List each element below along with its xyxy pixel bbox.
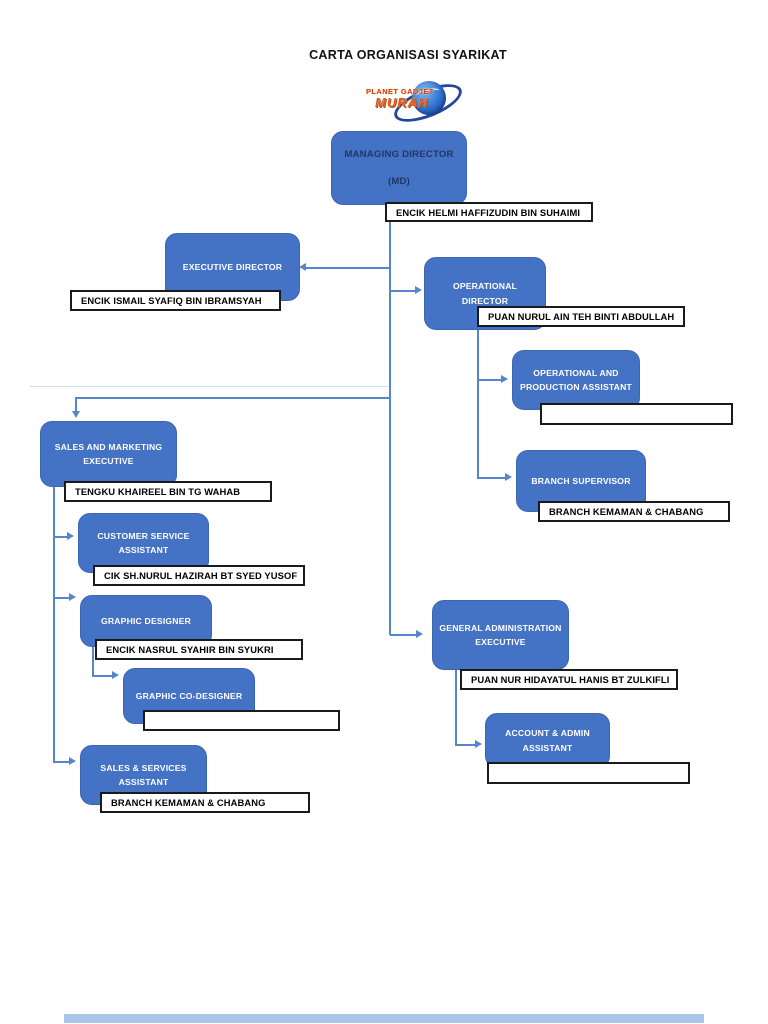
name-text: BRANCH KEMAMAN & CHABANG	[111, 797, 266, 808]
arrow-right-sales-services-assistant	[69, 757, 76, 765]
page-title: CARTA ORGANISASI SYARIKAT	[309, 48, 507, 62]
arrow-right-general-admin	[416, 630, 423, 638]
arrow-right-graphic-co-designer	[112, 671, 119, 679]
name-label-sales-services-assistant: BRANCH KEMAMAN & CHABANG	[100, 792, 310, 813]
node-title: GENERAL ADMINISTRATION EXECUTIVE	[439, 622, 562, 647]
connector-sales-marketing-vertical	[53, 487, 55, 762]
connector-to-branch-supervisor	[477, 477, 507, 479]
company-logo: PLANET GADJET MURAH	[366, 76, 470, 130]
name-label-managing-director: ENCIK HELMI HAFFIZUDIN BIN SUHAIMI	[385, 202, 593, 222]
arrow-right-account-admin-assistant	[475, 740, 482, 748]
connector-operational-director-vertical	[477, 330, 479, 478]
node-title: OPERATIONAL DIRECTOR	[452, 281, 518, 306]
name-text: ENCIK ISMAIL SYAFIQ BIN IBRAMSYAH	[81, 295, 262, 306]
org-node-operational-production-assistant: OPERATIONAL AND PRODUCTION ASSISTANT	[512, 350, 640, 410]
node-title: BRANCH SUPERVISOR	[531, 475, 631, 486]
connector-graphic-designer-vertical	[92, 647, 94, 676]
node-title: OPERATIONAL AND PRODUCTION ASSISTANT	[520, 367, 632, 392]
name-text: ENCIK NASRUL SYAHIR BIN SYUKRI	[106, 644, 274, 655]
name-text: BRANCH KEMAMAN & CHABANG	[549, 506, 704, 517]
org-node-general-administration-executive: GENERAL ADMINISTRATION EXECUTIVE	[432, 600, 569, 670]
connector-md-vertical	[389, 205, 391, 635]
globe-icon	[412, 81, 446, 115]
name-text: ENCIK HELMI HAFFIZUDIN BIN SUHAIMI	[396, 206, 581, 218]
connector-to-general-admin	[390, 634, 418, 636]
node-title: GRAPHIC DESIGNER	[100, 615, 192, 626]
arrow-right-graphic-designer	[69, 593, 76, 601]
org-node-customer-service-assistant: CUSTOMER SERVICE ASSISTANT	[78, 513, 209, 573]
name-label-operational-director: PUAN NURUL AIN TEH BINTI ABDULLAH	[477, 306, 685, 327]
org-node-executive-director: EXECUTIVE DIRECTOR	[165, 233, 300, 301]
name-text: PUAN NURUL AIN TEH BINTI ABDULLAH	[488, 311, 675, 322]
org-node-sales-marketing-executive: SALES AND MARKETING EXECUTIVE	[40, 421, 177, 487]
canvas-guide-line	[30, 386, 390, 387]
connector-to-operational-director	[390, 290, 416, 292]
connector-to-customer-service	[53, 536, 69, 538]
name-label-graphic-co-designer	[143, 710, 340, 731]
name-text: PUAN NUR HIDAYATUL HANIS BT ZULKIFLI	[471, 674, 670, 685]
connector-to-executive-director	[306, 267, 390, 269]
bottom-page-bar	[64, 1014, 704, 1023]
arrow-right-operational-production-assistant	[501, 375, 508, 383]
arrow-left-executive-director	[299, 263, 306, 271]
name-label-customer-service-assistant: CIK SH.NURUL HAZIRAH BT SYED YUSOF	[93, 565, 305, 586]
connector-to-account-admin-assistant	[455, 744, 477, 746]
name-label-branch-supervisor: BRANCH KEMAMAN & CHABANG	[538, 501, 730, 522]
arrow-down-sales-marketing	[71, 411, 80, 418]
arrow-right-operational-director	[415, 286, 422, 294]
arrow-right-customer-service	[67, 532, 74, 540]
name-label-account-admin-assistant	[487, 762, 690, 784]
org-node-managing-director: MANAGING DIRECTOR (MD)	[331, 131, 467, 205]
connector-general-admin-vertical	[455, 670, 457, 745]
node-title: EXECUTIVE DIRECTOR	[182, 261, 283, 272]
logo-text-primary: PLANET GADJET	[366, 87, 434, 96]
node-title: CUSTOMER SERVICE ASSISTANT	[97, 530, 190, 555]
connector-to-operational-production-assistant	[477, 379, 503, 381]
org-node-graphic-designer: GRAPHIC DESIGNER	[80, 595, 212, 647]
node-title: MANAGING DIRECTOR	[344, 148, 454, 160]
node-title: ACCOUNT & ADMIN ASSISTANT	[505, 728, 590, 753]
arrow-right-branch-supervisor	[505, 473, 512, 481]
node-title: SALES AND MARKETING EXECUTIVE	[54, 441, 163, 466]
name-text: CIK SH.NURUL HAZIRAH BT SYED YUSOF	[104, 570, 298, 581]
node-title: GRAPHIC CO-DESIGNER	[135, 690, 243, 701]
name-label-general-administration-executive: PUAN NUR HIDAYATUL HANIS BT ZULKIFLI	[460, 669, 678, 690]
name-label-sales-marketing-executive: TENGKU KHAIREEL BIN TG WAHAB	[64, 481, 272, 502]
connector-to-graphic-co-designer	[92, 675, 114, 677]
node-subtitle: (MD)	[387, 175, 411, 187]
name-label-operational-production-assistant	[540, 403, 733, 425]
logo-text-secondary: MURAH	[375, 95, 429, 110]
node-title: SALES & SERVICES ASSISTANT	[100, 762, 187, 787]
name-label-graphic-designer: ENCIK NASRUL SYAHIR BIN SYUKRI	[95, 639, 303, 660]
connector-to-sales-marketing-horizontal	[75, 397, 390, 399]
connector-to-graphic-designer	[53, 597, 71, 599]
name-label-executive-director: ENCIK ISMAIL SYAFIQ BIN IBRAMSYAH	[70, 290, 281, 311]
connector-to-sales-marketing-vertical	[75, 397, 77, 412]
connector-to-sales-services-assistant	[53, 761, 71, 763]
name-text: TENGKU KHAIREEL BIN TG WAHAB	[75, 486, 241, 497]
org-node-account-admin-assistant: ACCOUNT & ADMIN ASSISTANT	[485, 713, 610, 768]
